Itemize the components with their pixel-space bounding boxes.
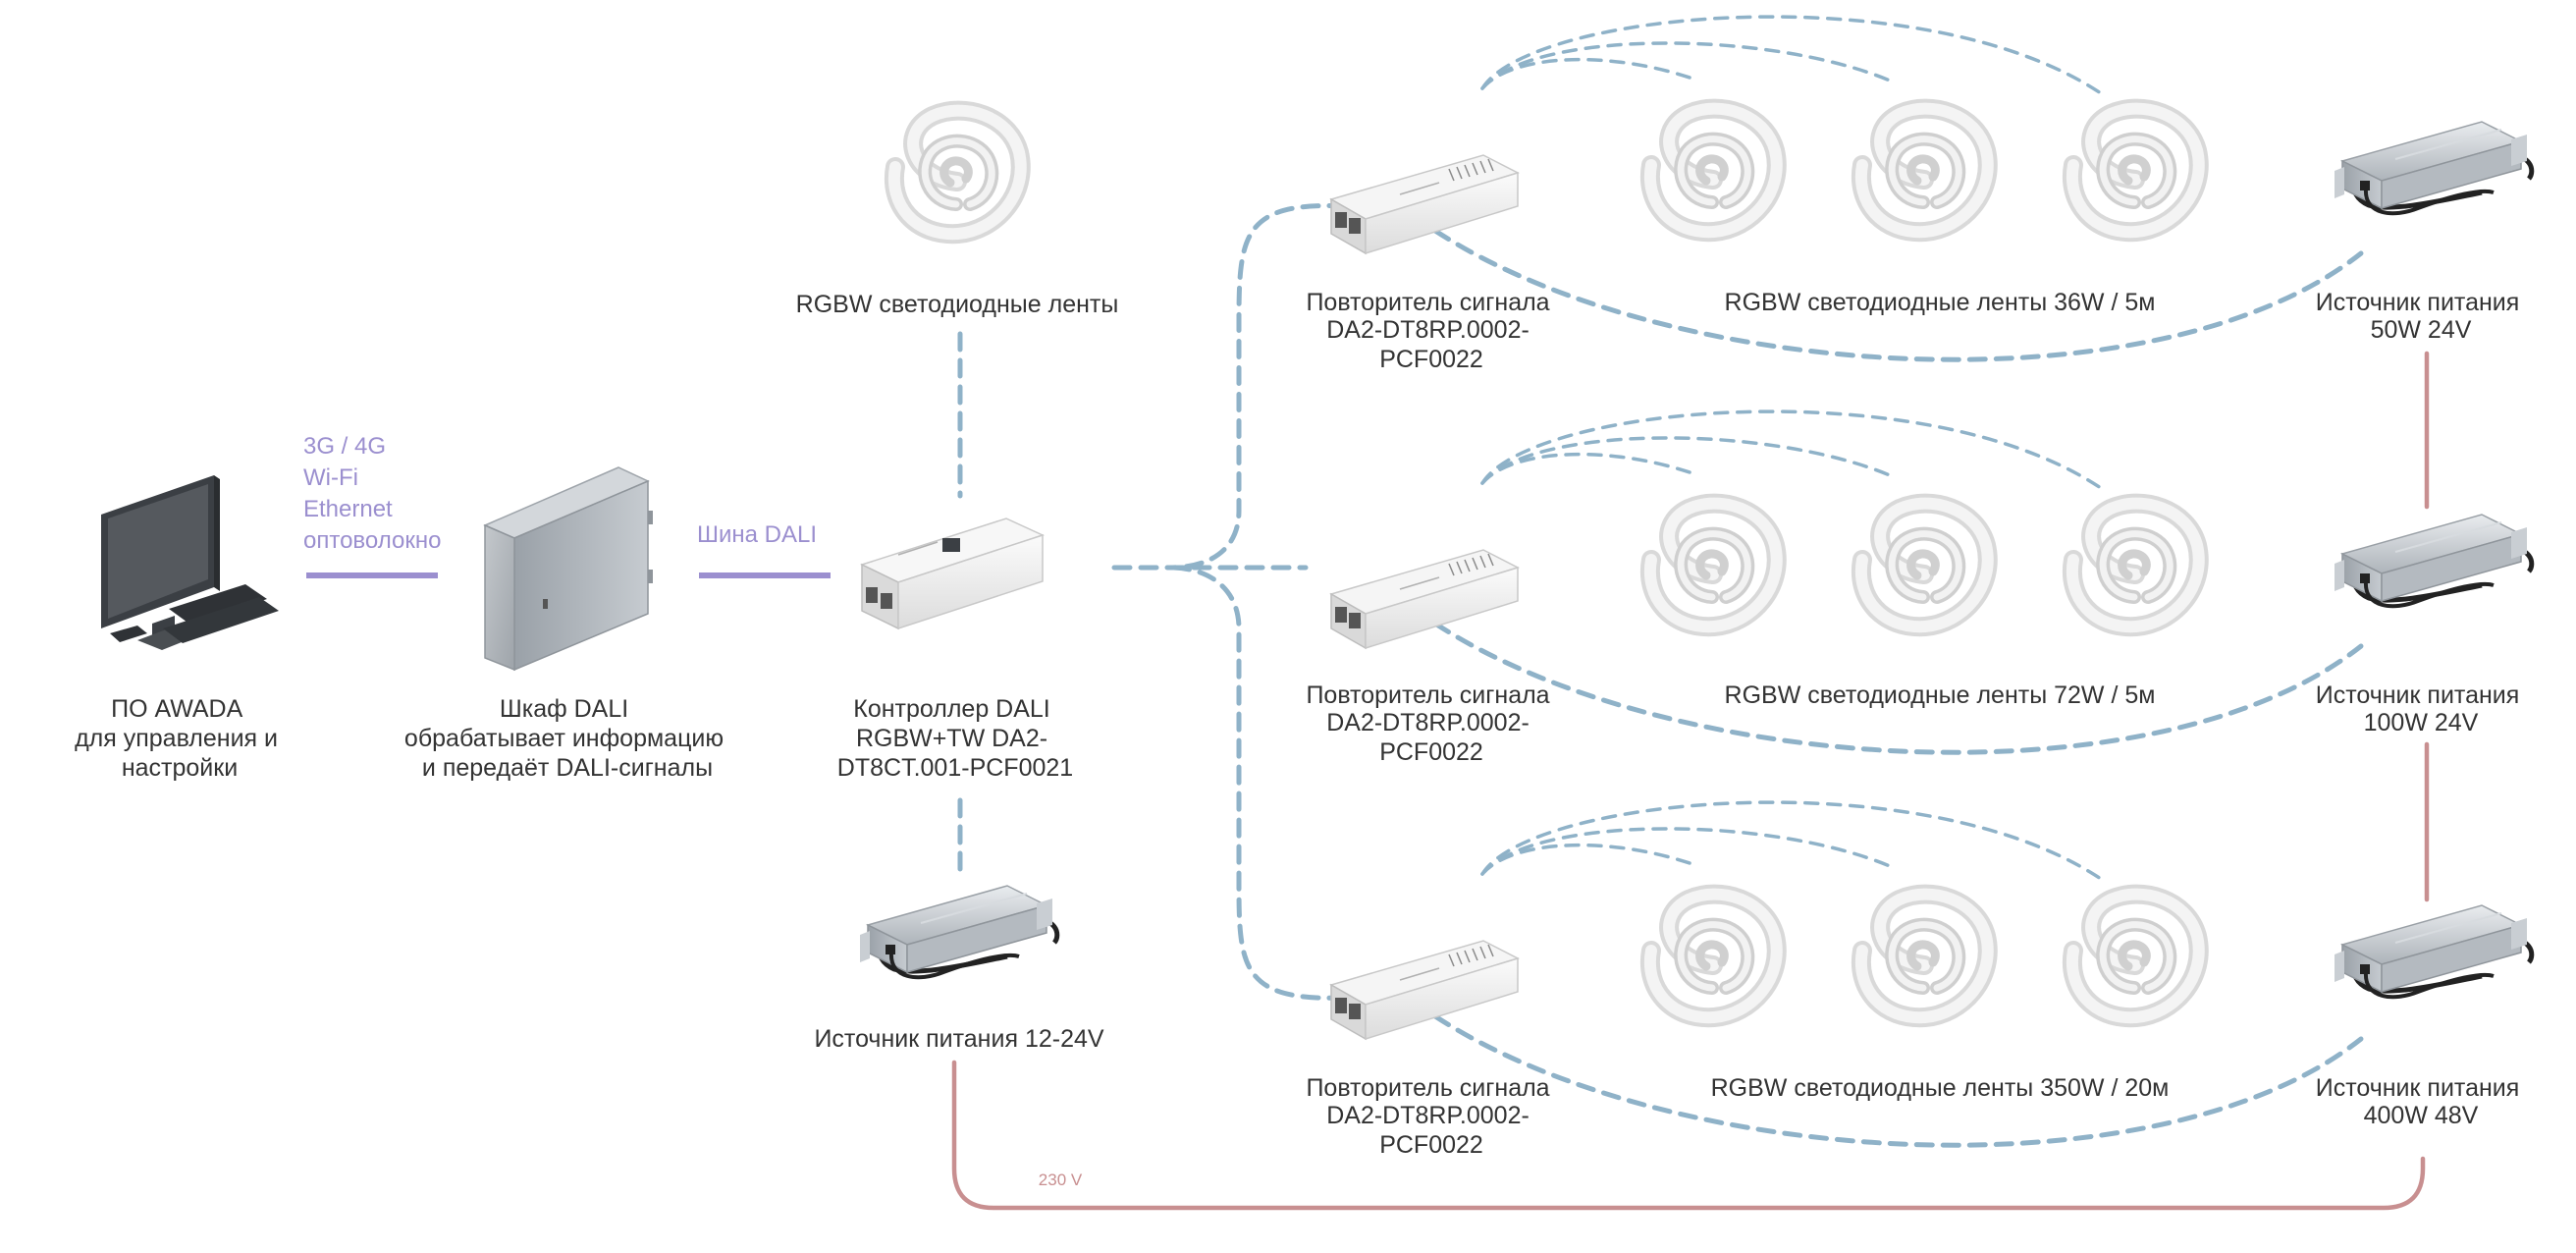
connections bbox=[306, 15, 2430, 1211]
repeater-label: Повторитель сигнала DA2-DT8RP.0002- PCF0… bbox=[1306, 289, 1556, 373]
strips-label: RGBW светодиодные ленты 72W / 5м bbox=[1725, 681, 2156, 709]
pc-label: ПО AWADA для управления и настройки bbox=[75, 695, 285, 782]
led-strip-icon bbox=[1650, 109, 1777, 233]
led-strip-icon bbox=[1861, 504, 1988, 627]
mains-power-links bbox=[951, 351, 2430, 1211]
led-strip-icon bbox=[1650, 895, 1777, 1018]
cabinet-label: Шкаф DALI обрабатывает информацию и пере… bbox=[404, 695, 730, 782]
repeater-label: Повторитель сигнала DA2-DT8RP.0002- PCF0… bbox=[1306, 1074, 1556, 1159]
power-supply-icon bbox=[2334, 905, 2532, 997]
led-strip-icon bbox=[894, 111, 1021, 235]
computer-icon bbox=[101, 475, 279, 650]
repeater-label: Повторитель сигнала DA2-DT8RP.0002- PCF0… bbox=[1306, 681, 1556, 766]
controller-icon bbox=[859, 518, 1046, 630]
power-supply-icon bbox=[860, 886, 1057, 977]
top-strip-label: RGBW светодиодные ленты bbox=[796, 291, 1119, 318]
row-3-links bbox=[1432, 800, 2364, 1148]
cabinet-icon bbox=[483, 466, 653, 672]
led-strip-icon bbox=[1861, 895, 1988, 1018]
psu-label: Источник питания 100W 24V bbox=[2316, 681, 2527, 736]
controller-label: Контроллер DALI RGBW+TW DA2- DT8CT.001-P… bbox=[837, 695, 1073, 782]
row-1-links bbox=[1432, 15, 2364, 362]
power-supply-icon bbox=[2334, 515, 2532, 606]
led-strip-icon bbox=[2072, 109, 2199, 233]
network-label: 3G / 4G Wi-Fi Ethernet оптоволокно bbox=[303, 433, 441, 554]
strips-label: RGBW светодиодные ленты 350W / 20м bbox=[1711, 1074, 2170, 1102]
psu-label: Источник питания 50W 24V bbox=[2316, 289, 2527, 344]
controller-psu-label: Источник питания 12-24V bbox=[814, 1025, 1103, 1053]
row-2-links bbox=[1432, 409, 2364, 755]
led-strip-icon bbox=[2072, 895, 2199, 1018]
strips-label: RGBW светодиодные ленты 36W / 5м bbox=[1725, 289, 2156, 316]
repeater-icon bbox=[1330, 549, 1519, 649]
repeater-trunk bbox=[1111, 203, 1348, 1001]
dali-bus-label: Шина DALI bbox=[697, 521, 817, 548]
led-strip-icon bbox=[2072, 504, 2199, 627]
mains-label: 230 V bbox=[1039, 1171, 1083, 1189]
led-strip-icon bbox=[1650, 504, 1777, 627]
repeater-icon bbox=[1330, 940, 1519, 1040]
repeater-icon bbox=[1330, 154, 1519, 254]
power-supply-icon bbox=[2334, 122, 2532, 213]
psu-label: Источник питания 400W 48V bbox=[2316, 1074, 2527, 1129]
led-strip-icon bbox=[1861, 109, 1988, 233]
